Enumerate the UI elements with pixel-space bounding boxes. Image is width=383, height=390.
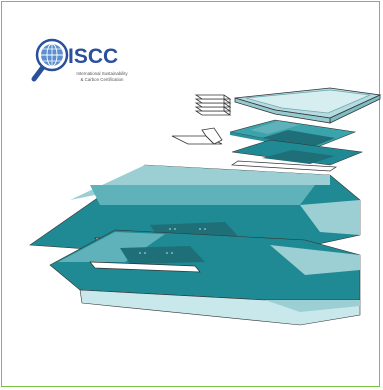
main-layer-bottom [49,229,361,301]
folded-card-icon [171,127,223,145]
iscc-logo: ISCC International Sustainability & Carb… [31,38,128,82]
globe-magnifier-icon [31,38,69,82]
main-layer-top [29,164,361,261]
upper-layer-2 [230,139,364,172]
logo-subtitle-line1: International Sustainability [76,71,128,76]
logo-subtitle-line2: & Carbon Certification [81,77,125,82]
paper-stack-icon [194,94,232,116]
base-layer [79,289,361,326]
logo-wordmark: ISCC [68,45,118,68]
document-tray [234,87,382,124]
